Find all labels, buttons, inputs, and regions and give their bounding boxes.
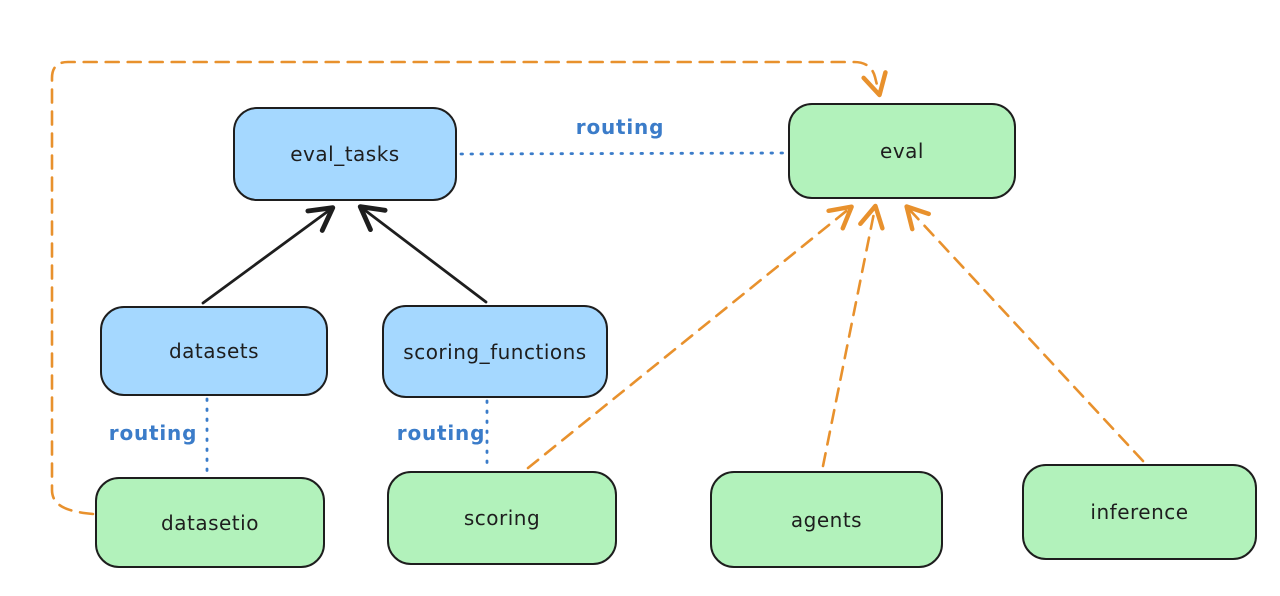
node-inference-label: inference [1090, 500, 1189, 524]
node-datasets-label: datasets [168, 339, 260, 363]
node-datasets: datasets [100, 306, 328, 396]
edge-agents-to-eval [821, 203, 885, 468]
node-eval-label: eval [880, 139, 924, 163]
node-eval_tasks: eval_tasks [233, 107, 457, 201]
node-datasetio: datasetio [95, 477, 325, 568]
node-scoring_functions-label: scoring_functions [403, 339, 587, 364]
node-scoring: scoring [387, 471, 617, 565]
node-scoring_functions: scoring_functions [382, 305, 608, 398]
routing-label-scoring_functions-scoring: routing [396, 421, 486, 445]
node-datasetio-label: datasetio [161, 510, 259, 535]
edge-scoring_functions-to-eval_tasks [357, 204, 488, 304]
node-eval_tasks-label: eval_tasks [290, 142, 400, 166]
node-scoring-label: scoring [463, 506, 541, 530]
edge-datasetio-to-eval [50, 60, 888, 516]
edge-datasets-to-eval_tasks [201, 205, 336, 305]
edge-inference-to-eval [904, 204, 1145, 463]
routing-label-datasets-datasetio: routing [108, 421, 198, 445]
node-eval: eval [788, 103, 1016, 199]
node-agents: agents [710, 471, 943, 568]
node-inference: inference [1022, 464, 1257, 560]
routing-label-eval_tasks-eval: routing [575, 115, 665, 139]
edge-eval_tasks-to-eval-routing [459, 151, 788, 156]
node-agents-label: agents [790, 507, 863, 532]
